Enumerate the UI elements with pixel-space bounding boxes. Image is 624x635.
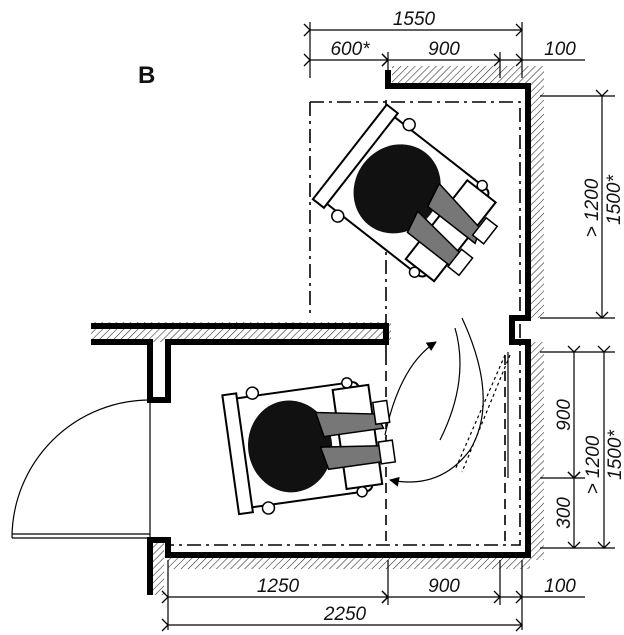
dim-top-mid: 900 (428, 39, 460, 60)
dim-right-upper-a: > 1200 (582, 178, 603, 237)
wall-hatching (91, 66, 544, 595)
dim-top-right: 100 (544, 39, 576, 60)
dim-right-lower-a: > 1200 (583, 435, 604, 494)
dim-right-lower-900: 900 (554, 399, 575, 431)
dimension-labels: 1550 600* 900 100 > 1200 1500* 900 300 >… (257, 9, 624, 625)
dim-right-lower-b: 1500* (605, 430, 624, 480)
figure-label: B (138, 62, 155, 89)
dim-right-lower-300: 300 (554, 497, 575, 529)
door-swing-icon (11, 399, 151, 539)
walls (91, 70, 531, 595)
dim-bottom-left: 1250 (257, 576, 300, 597)
dim-bottom-mid: 900 (428, 576, 460, 597)
dim-top-total: 1550 (393, 9, 436, 30)
dim-bottom-total: 2250 (323, 604, 367, 625)
dim-top-left: 600* (330, 39, 370, 60)
wheelchair-user-icon (221, 377, 397, 516)
dim-bottom-right: 100 (544, 576, 576, 597)
wheelchair-user-icon (311, 103, 499, 283)
dimension-lines (161, 22, 615, 632)
dim-right-upper-b: 1500* (604, 175, 624, 225)
sliding-door (454, 352, 511, 478)
